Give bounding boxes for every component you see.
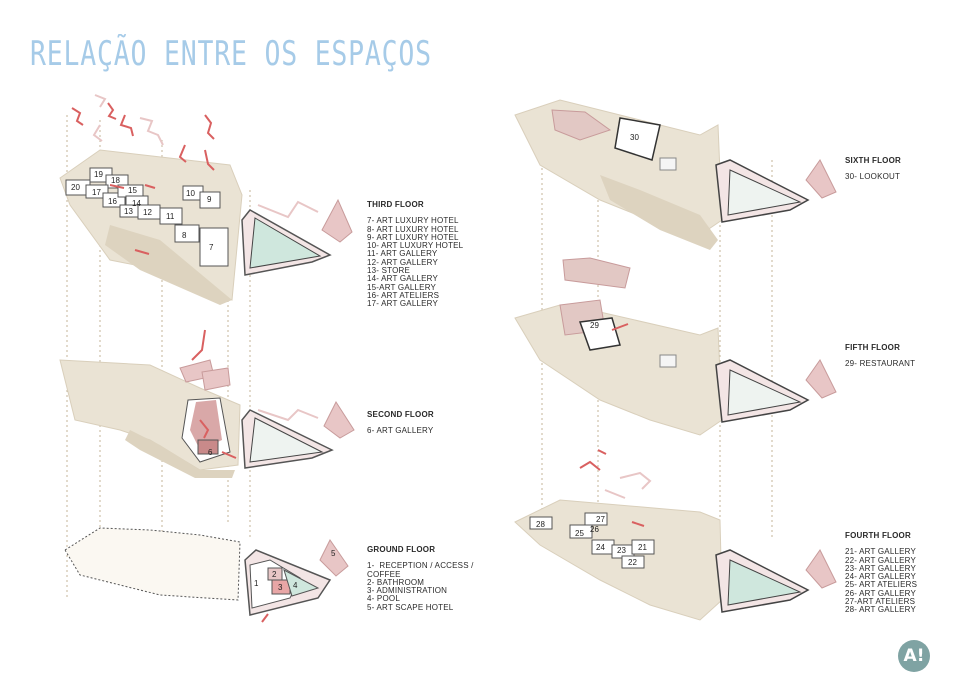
room-number: 19	[94, 170, 103, 179]
room-number: 9	[207, 195, 212, 204]
room-number: 17	[92, 188, 101, 197]
legend-item: COFFEE	[367, 569, 401, 579]
third-floor-legend: THIRD FLOOR 7- ART LUXURY HOTEL 8- ART L…	[367, 200, 464, 309]
room-number: 2	[272, 570, 277, 579]
room-number: 23	[617, 546, 626, 555]
room-number: 20	[71, 183, 80, 192]
fourth-floor-plan: 28 27 26 25 24 23 22 21	[514, 449, 837, 621]
room-number: 24	[596, 543, 605, 552]
floor-heading: FIFTH FLOOR	[845, 343, 901, 352]
ground-floor-plan: 1 2 3 4 5	[64, 527, 349, 623]
room-number: 29	[590, 321, 599, 330]
room-number: 7	[209, 243, 214, 252]
floor-heading: THIRD FLOOR	[367, 200, 424, 209]
legend-item: 8- ART LUXURY HOTEL	[367, 224, 459, 234]
room-number: 11	[166, 212, 175, 221]
legend-item: 10- ART LUXURY HOTEL	[367, 241, 464, 251]
sixth-floor-legend: SIXTH FLOOR 30- LOOKOUT	[845, 156, 901, 182]
room-number: 1	[254, 579, 259, 588]
legend-item: 21- ART GALLERY	[845, 547, 917, 557]
legend-item: 24- ART GALLERY	[845, 572, 917, 582]
logo-badge: A!	[898, 640, 930, 672]
second-floor-legend: SECOND FLOOR 6- ART GALLERY	[367, 410, 434, 436]
room-number: 15	[128, 186, 137, 195]
legend-item: 15-ART GALLERY	[367, 282, 437, 292]
fourth-floor-legend: FOURTH FLOOR 21- ART GALLERY 22- ART GAL…	[845, 531, 918, 615]
fifth-floor-legend: FIFTH FLOOR 29- RESTAURANT	[845, 343, 916, 369]
legend-item: 11- ART GALLERY	[367, 249, 438, 259]
floor-heading: SECOND FLOOR	[367, 410, 434, 419]
room-number: 27	[596, 515, 605, 524]
room-number: 13	[124, 207, 133, 216]
legend-item: 25- ART ATELIERS	[845, 580, 918, 590]
room-number: 5	[331, 549, 336, 558]
room-number: 22	[628, 558, 637, 567]
legend-item: 13- STORE	[367, 266, 410, 276]
third-floor-plan: 20 19 18 17 16 15 14 13 12 11 10 9 8 7	[59, 94, 353, 305]
floor-heading: SIXTH FLOOR	[845, 156, 901, 165]
room-number: 12	[143, 208, 152, 217]
legend-item: 14- ART GALLERY	[367, 274, 439, 284]
legend-item: 30- LOOKOUT	[845, 172, 901, 182]
room-number: 21	[638, 543, 647, 552]
page-title: RELAÇÃO ENTRE OS ESPAÇOS	[30, 34, 432, 74]
legend-item: 29- RESTAURANT	[845, 359, 916, 369]
legend-item: 28- ART GALLERY	[845, 605, 917, 615]
legend-item: 23- ART GALLERY	[845, 563, 917, 573]
fifth-floor-plan: 29	[514, 257, 837, 436]
second-floor-plan: 6	[59, 329, 355, 478]
ground-floor-legend: GROUND FLOOR 1- RECEPTION / ACCESS / COF…	[367, 545, 474, 612]
legend-item: 7- ART LUXURY HOTEL	[367, 216, 459, 226]
third-floor-room-labels: 20 19 18 17 16 15 14 13 12 11 10 9 8 7	[71, 170, 214, 252]
legend-item: 22- ART GALLERY	[845, 555, 917, 565]
legend-item: 12- ART GALLERY	[367, 257, 439, 267]
legend-item: 1- RECEPTION / ACCESS /	[367, 561, 474, 571]
room-number: 3	[278, 583, 283, 592]
legend-item: 17- ART GALLERY	[367, 299, 439, 309]
room-number: 18	[111, 176, 120, 185]
room-number: 8	[182, 231, 187, 240]
legend-item: 9- ART LUXURY HOTEL	[367, 232, 459, 242]
legend-item: 6- ART GALLERY	[367, 426, 434, 436]
room-number: 6	[208, 448, 213, 457]
legend-item: 3- ADMINISTRATION	[367, 586, 448, 596]
legend-item: 26- ART GALLERY	[845, 588, 917, 598]
legend-item: 5- ART SCAPE HOTEL	[367, 602, 454, 612]
room-number: 4	[293, 581, 298, 590]
legend-item: 4- POOL	[367, 594, 400, 604]
room-number: 25	[575, 529, 584, 538]
sixth-floor-plan: 30	[514, 99, 837, 250]
room-number: 26	[590, 525, 599, 534]
room-number: 16	[108, 197, 117, 206]
legend-item: 27-ART ATELIERS	[845, 597, 916, 607]
room-number: 28	[536, 520, 545, 529]
legend-item: 16- ART ATELIERS	[367, 290, 440, 300]
room-number: 30	[630, 133, 639, 142]
legend-item: 2- BATHROOM	[367, 577, 425, 587]
room-number: 14	[132, 199, 141, 208]
floor-heading: GROUND FLOOR	[367, 545, 436, 554]
floor-heading: FOURTH FLOOR	[845, 531, 911, 540]
room-number: 10	[186, 189, 195, 198]
